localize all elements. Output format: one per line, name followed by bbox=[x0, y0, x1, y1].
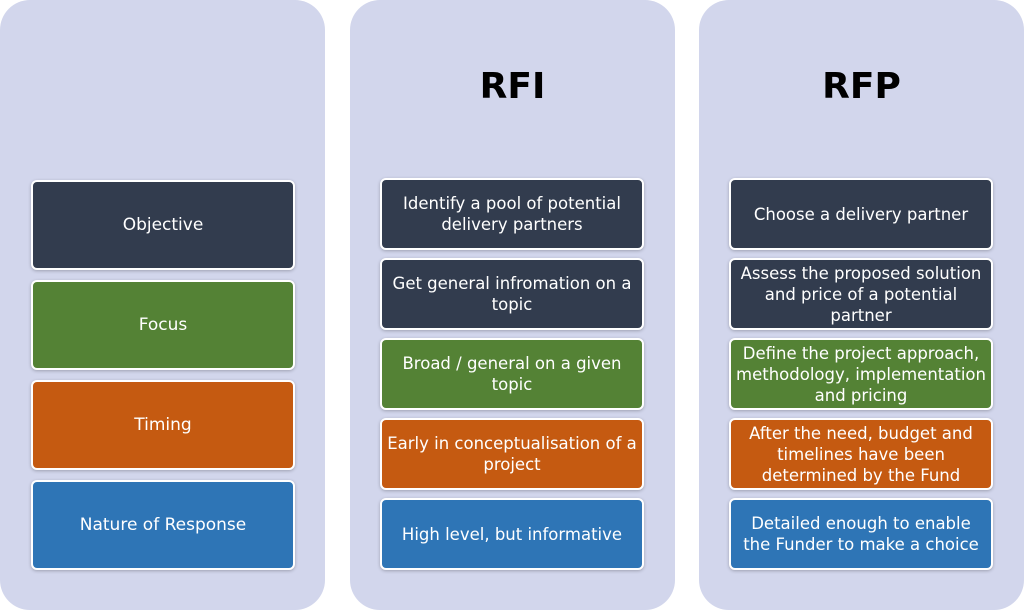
rfp-panel: RFP Choose a delivery partner Assess the… bbox=[699, 0, 1024, 610]
label-focus-text: Focus bbox=[138, 315, 188, 335]
rfi-timing-text: Early in conceptualisation of a project bbox=[387, 434, 637, 474]
label-focus: Focus bbox=[31, 280, 295, 370]
rfi-info-text: Get general infromation on a topic bbox=[392, 274, 632, 314]
rfi-focus-text: Broad / general on a given topic bbox=[402, 354, 622, 394]
rfi-timing-box: Early in conceptualisation of a project bbox=[380, 418, 644, 490]
rfp-objective-text: Choose a delivery partner bbox=[753, 204, 969, 224]
rfp-objective-box: Choose a delivery partner bbox=[729, 178, 993, 250]
rfp-nature-text: Detailed enough to enable the Funder to … bbox=[743, 514, 979, 554]
label-timing-text: Timing bbox=[134, 415, 192, 435]
label-timing: Timing bbox=[31, 380, 295, 470]
rfi-title: RFI bbox=[479, 66, 546, 107]
label-objective-text: Objective bbox=[122, 215, 204, 235]
rfi-focus-box: Broad / general on a given topic bbox=[380, 338, 644, 410]
rfp-focus-text: Define the project approach, methodology… bbox=[736, 343, 986, 405]
rfi-panel: RFI Identify a pool of potential deliver… bbox=[350, 0, 675, 610]
rfp-title: RFP bbox=[822, 66, 901, 107]
label-objective: Objective bbox=[31, 180, 295, 270]
rfp-assess-box: Assess the proposed solution and price o… bbox=[729, 258, 993, 330]
label-nature: Nature of Response bbox=[31, 480, 295, 570]
rfi-nature-text: High level, but informative bbox=[401, 524, 623, 544]
rfp-nature-box: Detailed enough to enable the Funder to … bbox=[729, 498, 993, 570]
rfi-objective-box: Identify a pool of potential delivery pa… bbox=[380, 178, 644, 250]
rfp-focus-box: Define the project approach, methodology… bbox=[729, 338, 993, 410]
labels-panel: Objective Focus Timing Nature of Respons… bbox=[0, 0, 325, 610]
rfp-timing-box: After the need, budget and timelines hav… bbox=[729, 418, 993, 490]
label-nature-text: Nature of Response bbox=[79, 515, 247, 535]
rfi-info-box: Get general infromation on a topic bbox=[380, 258, 644, 330]
rfp-assess-text: Assess the proposed solution and price o… bbox=[740, 263, 982, 325]
rfp-timing-text: After the need, budget and timelines hav… bbox=[749, 423, 973, 485]
rfi-nature-box: High level, but informative bbox=[380, 498, 644, 570]
rfi-objective-text: Identify a pool of potential delivery pa… bbox=[403, 194, 621, 234]
